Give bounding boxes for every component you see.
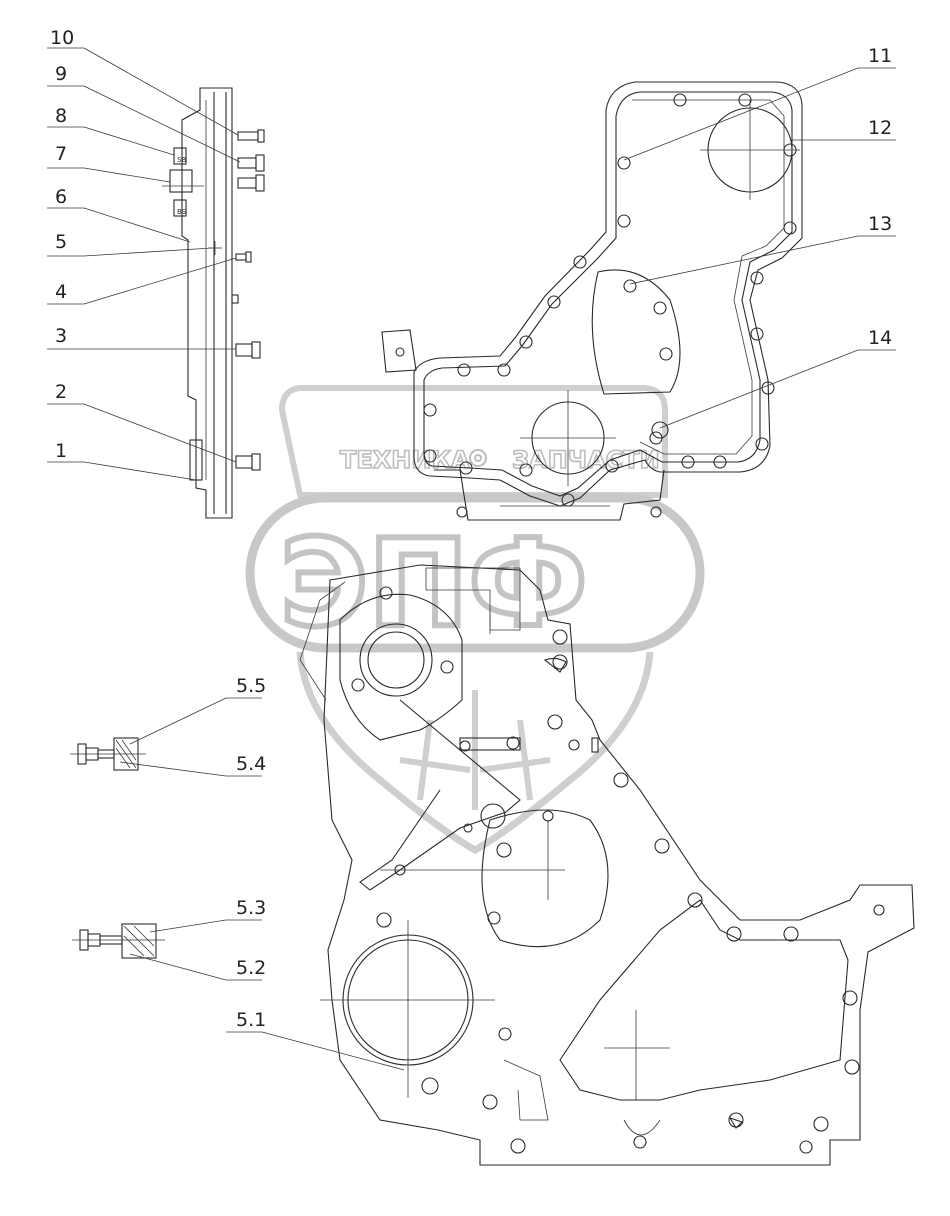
callout-7: 7 <box>47 143 171 183</box>
callout-14: 14 <box>659 327 896 429</box>
bolt-2 <box>235 453 261 471</box>
callout-5-4: 5.4 <box>119 753 266 777</box>
bolt-9 <box>237 154 265 172</box>
callout-5: 5 <box>47 231 213 257</box>
front-housing <box>299 564 915 1166</box>
callout-9: 9 <box>47 63 241 163</box>
callout-5-2: 5.2 <box>129 953 266 981</box>
svg-text:14: 14 <box>868 327 892 349</box>
svg-text:9: 9 <box>55 63 67 85</box>
side-view: SB BS <box>162 87 265 519</box>
svg-text:2: 2 <box>55 381 67 403</box>
bolt-4 <box>235 251 252 263</box>
callout-10: 10 <box>47 27 239 136</box>
callout-2: 2 <box>47 381 237 463</box>
detail-stud-lower: 5.3 5.2 <box>72 897 266 981</box>
callout-5-3: 5.3 <box>149 897 266 933</box>
svg-text:5.3: 5.3 <box>236 897 266 919</box>
svg-text:1: 1 <box>55 440 67 462</box>
detail-stud-upper: 5.5 5.4 <box>70 675 266 777</box>
gasket-bolt-holes <box>423 93 797 507</box>
svg-text:5.1: 5.1 <box>236 1009 266 1031</box>
svg-text:6: 6 <box>55 186 67 208</box>
svg-text:7: 7 <box>55 143 67 165</box>
left-callouts: 10 9 8 7 6 5 4 3 2 1 <box>47 27 241 481</box>
timing-cover-gasket <box>381 81 803 521</box>
callout-8: 8 <box>47 105 175 156</box>
bolt-7 <box>237 174 265 192</box>
svg-text:4: 4 <box>55 281 67 303</box>
side-label-top: SB <box>177 156 186 164</box>
bolt-10 <box>237 129 265 143</box>
svg-text:12: 12 <box>868 117 892 139</box>
callout-12: 12 <box>790 117 896 141</box>
svg-text:10: 10 <box>50 27 74 49</box>
svg-text:13: 13 <box>868 213 892 235</box>
callout-4: 4 <box>47 257 237 305</box>
svg-text:8: 8 <box>55 105 67 127</box>
svg-text:5.2: 5.2 <box>236 957 266 979</box>
right-callouts: 11 12 13 14 <box>623 45 896 429</box>
callout-6: 6 <box>47 186 191 243</box>
svg-text:3: 3 <box>55 325 67 347</box>
watermark-logo-text: ЭПФ <box>280 515 588 654</box>
callout-1: 1 <box>47 440 197 481</box>
gear-icon <box>469 449 487 467</box>
callout-3: 3 <box>47 325 236 350</box>
housing-bolt-holes <box>459 629 885 1154</box>
side-label-bottom: BS <box>177 208 187 216</box>
svg-text:5.5: 5.5 <box>236 675 266 697</box>
bolt-3 <box>235 341 261 359</box>
svg-text:5.4: 5.4 <box>236 753 266 775</box>
callout-5-1: 5.1 <box>226 1009 405 1071</box>
callout-5-5: 5.5 <box>129 675 266 745</box>
callout-13: 13 <box>629 213 896 285</box>
svg-text:11: 11 <box>868 45 892 67</box>
svg-text:5: 5 <box>55 231 67 253</box>
callout-11: 11 <box>623 45 896 161</box>
